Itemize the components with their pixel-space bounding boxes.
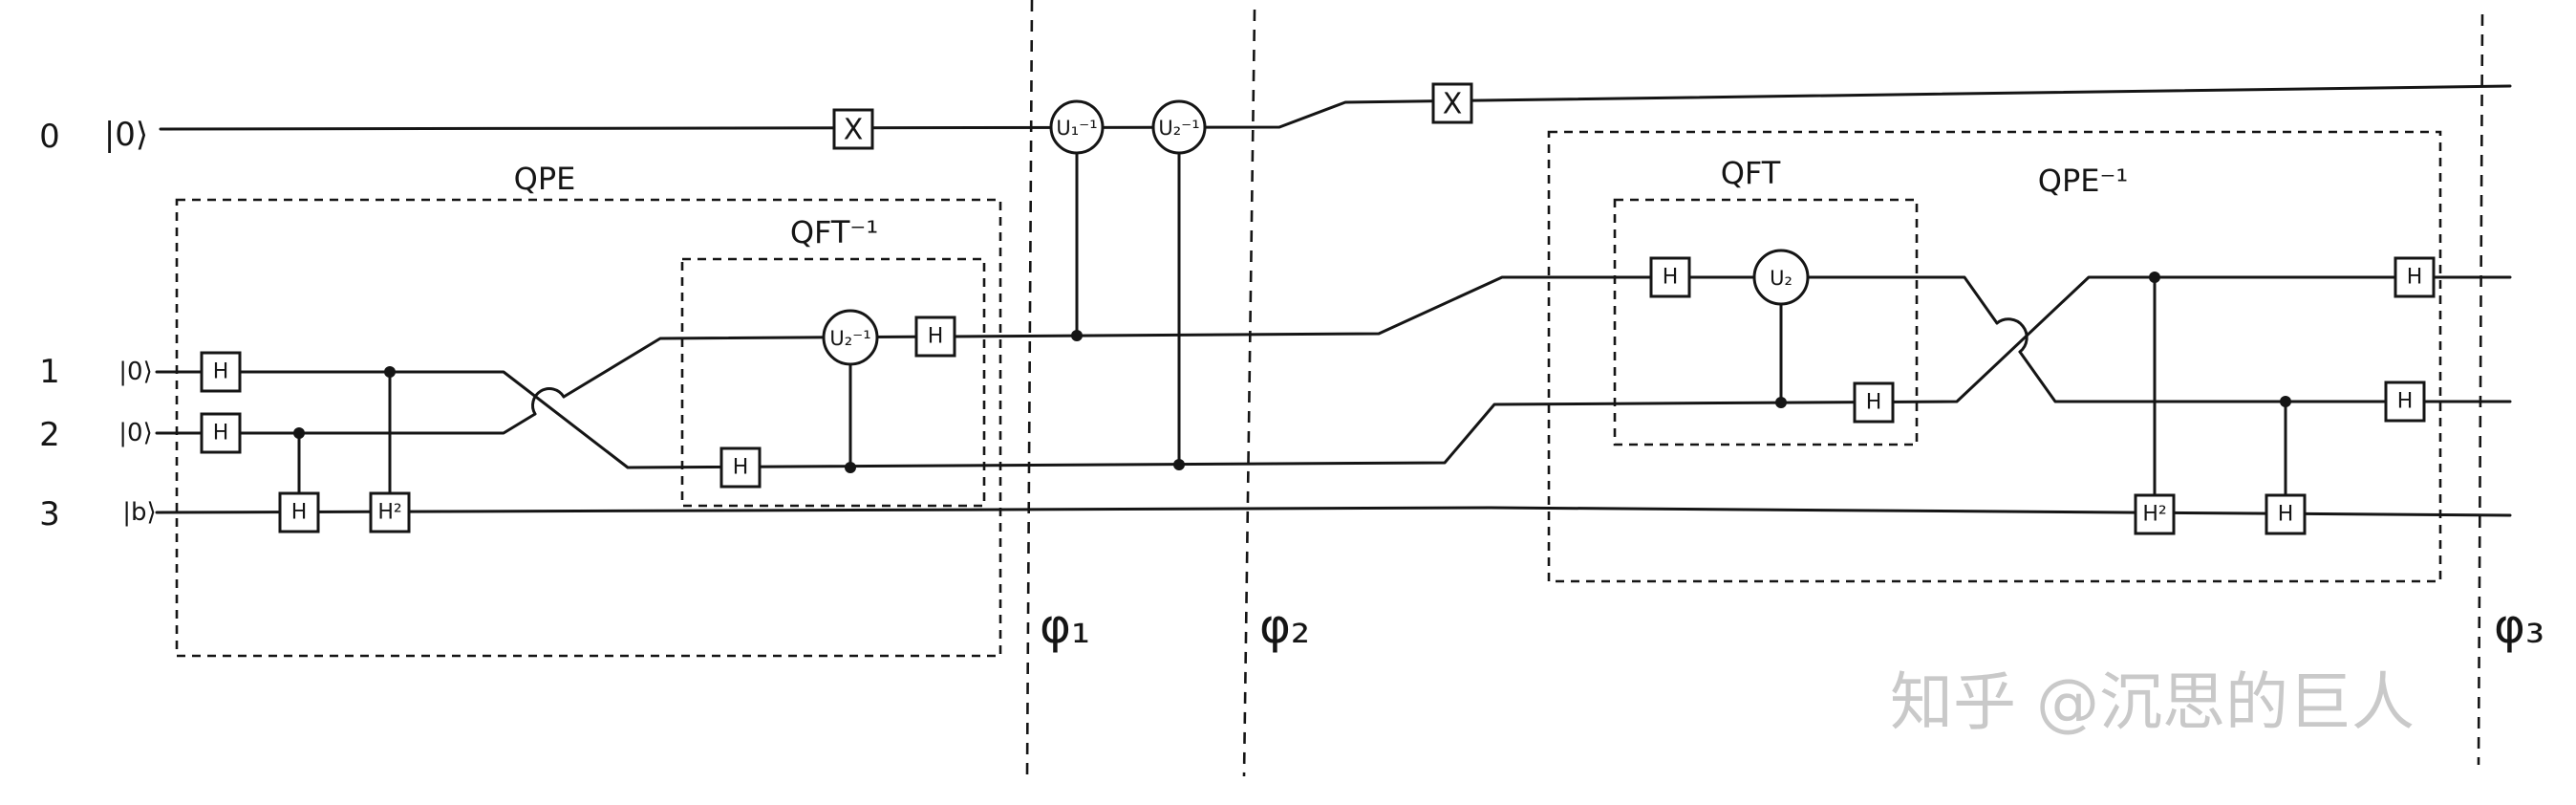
h-gate: H xyxy=(1649,256,1691,298)
h-gate-label: H xyxy=(928,325,944,349)
h-gate-label: H xyxy=(2278,503,2294,527)
gate-box xyxy=(1649,256,1691,298)
gate-box xyxy=(2134,493,2176,535)
qft-block-label: QFT xyxy=(1721,155,1781,191)
x-gate-label: X xyxy=(1443,88,1463,121)
gate-box xyxy=(2394,256,2436,298)
wire-qubit-1 xyxy=(155,275,2512,469)
h-gate-label: H xyxy=(2407,266,2423,290)
u1-inverse-gate: U₁⁻¹ xyxy=(1049,99,1105,155)
h-gate-label: H xyxy=(291,501,308,525)
crossing-bridge-right xyxy=(1995,317,2029,354)
control-dot xyxy=(1173,459,1185,470)
u2-gate: U₂ xyxy=(1752,249,1810,306)
h-gate-label: H xyxy=(1663,266,1679,290)
control-dot xyxy=(2149,272,2160,283)
qft-block-box xyxy=(1613,198,1919,446)
gate-box xyxy=(278,491,320,533)
h-gate: H xyxy=(914,315,956,358)
qubit-3-state: |b⟩ xyxy=(122,498,156,527)
qpe-inverse-block-box xyxy=(1547,130,2442,583)
x-gate: X xyxy=(832,108,874,150)
control-dot xyxy=(1071,330,1083,341)
u1-inverse-gate-label: U₁⁻¹ xyxy=(1056,117,1097,140)
wire-qubit-0 xyxy=(159,84,2512,131)
state-label-1: φ₁ xyxy=(1040,598,1090,654)
wire-qubit-3 xyxy=(155,506,2512,517)
u2-inverse-gate-label: U₂⁻¹ xyxy=(829,327,870,350)
gate-box xyxy=(2384,381,2426,423)
h-gate-label: H xyxy=(1866,391,1882,415)
wire-qubit-2-continued xyxy=(562,275,1999,399)
h2-gate-label: H² xyxy=(377,501,401,525)
u2-inverse-gate: U₂⁻¹ xyxy=(822,309,879,366)
qubit-2-index: 2 xyxy=(39,416,60,454)
h-gate: H xyxy=(2384,381,2426,423)
control-dot xyxy=(1775,397,1787,408)
control-dot xyxy=(384,366,396,378)
qubit-1-index: 1 xyxy=(39,353,60,391)
qubit-2-state: |0⟩ xyxy=(118,419,152,447)
h2-gate-label: H² xyxy=(2142,503,2166,527)
h-gate-label: H xyxy=(213,360,229,384)
gate-box xyxy=(369,491,411,533)
controlled-h-gate: H xyxy=(2265,493,2307,535)
gate-box xyxy=(1431,82,1473,124)
controlled-h2-gate: H² xyxy=(2134,493,2176,535)
control-dot xyxy=(293,427,305,439)
state-label-2: φ₂ xyxy=(1259,598,1310,654)
gate-circle xyxy=(1752,249,1810,306)
gate-circle xyxy=(822,309,879,366)
gate-box xyxy=(200,351,242,393)
h-gate: H xyxy=(200,412,242,454)
state-divider-3 xyxy=(2477,13,2484,766)
gate-box xyxy=(1853,381,1895,424)
qubit-labels: 0 |0⟩ 1 |0⟩ 2 |0⟩ 3 |b⟩ xyxy=(39,116,157,533)
watermark: 知乎 @沉思的巨人 xyxy=(1890,665,2415,739)
gate-box xyxy=(719,446,762,489)
gate-circle xyxy=(1049,99,1105,155)
state-divider-1 xyxy=(1025,0,1034,777)
qubit-1-state: |0⟩ xyxy=(118,358,152,386)
h-gate: H xyxy=(1853,381,1895,424)
qpe-block-label: QPE xyxy=(514,161,576,197)
u2-inverse-gate: U₂⁻¹ xyxy=(1151,99,1207,155)
controlled-h2-gate: H² xyxy=(369,491,411,533)
crossing-bridge xyxy=(531,387,566,416)
x-gate-label: X xyxy=(844,114,864,147)
state-label-3: φ₃ xyxy=(2494,598,2544,654)
x-gate: X xyxy=(1431,82,1473,124)
h-gate: H xyxy=(719,446,762,489)
state-divider-2 xyxy=(1242,9,1256,777)
wire-qubit-2-tail xyxy=(2018,350,2512,403)
h-gate-label: H xyxy=(213,422,229,446)
qft-inverse-block-label: QFT⁻¹ xyxy=(790,214,878,250)
gate-circle xyxy=(1151,99,1207,155)
wire-qubit-2 xyxy=(155,412,537,435)
controlled-h-gate: H xyxy=(278,491,320,533)
control-dot xyxy=(845,462,856,473)
gate-box xyxy=(832,108,874,150)
control-dot xyxy=(2280,396,2291,407)
qpe-block-box xyxy=(175,198,1002,658)
h-gate: H xyxy=(2394,256,2436,298)
qubit-0-index: 0 xyxy=(39,118,60,156)
qpe-inverse-block-label: QPE⁻¹ xyxy=(2038,163,2128,199)
gate-box xyxy=(914,315,956,358)
gate-box xyxy=(200,412,242,454)
h-gate: H xyxy=(200,351,242,393)
gate-box xyxy=(2265,493,2307,535)
h-gate-label: H xyxy=(733,456,749,480)
h-gate-label: H xyxy=(2397,390,2414,414)
qubit-0-state: |0⟩ xyxy=(104,116,148,154)
u2-inverse-gate-label: U₂⁻¹ xyxy=(1158,117,1199,140)
u2-gate-label: U₂ xyxy=(1770,267,1792,290)
qubit-3-index: 3 xyxy=(39,495,60,533)
